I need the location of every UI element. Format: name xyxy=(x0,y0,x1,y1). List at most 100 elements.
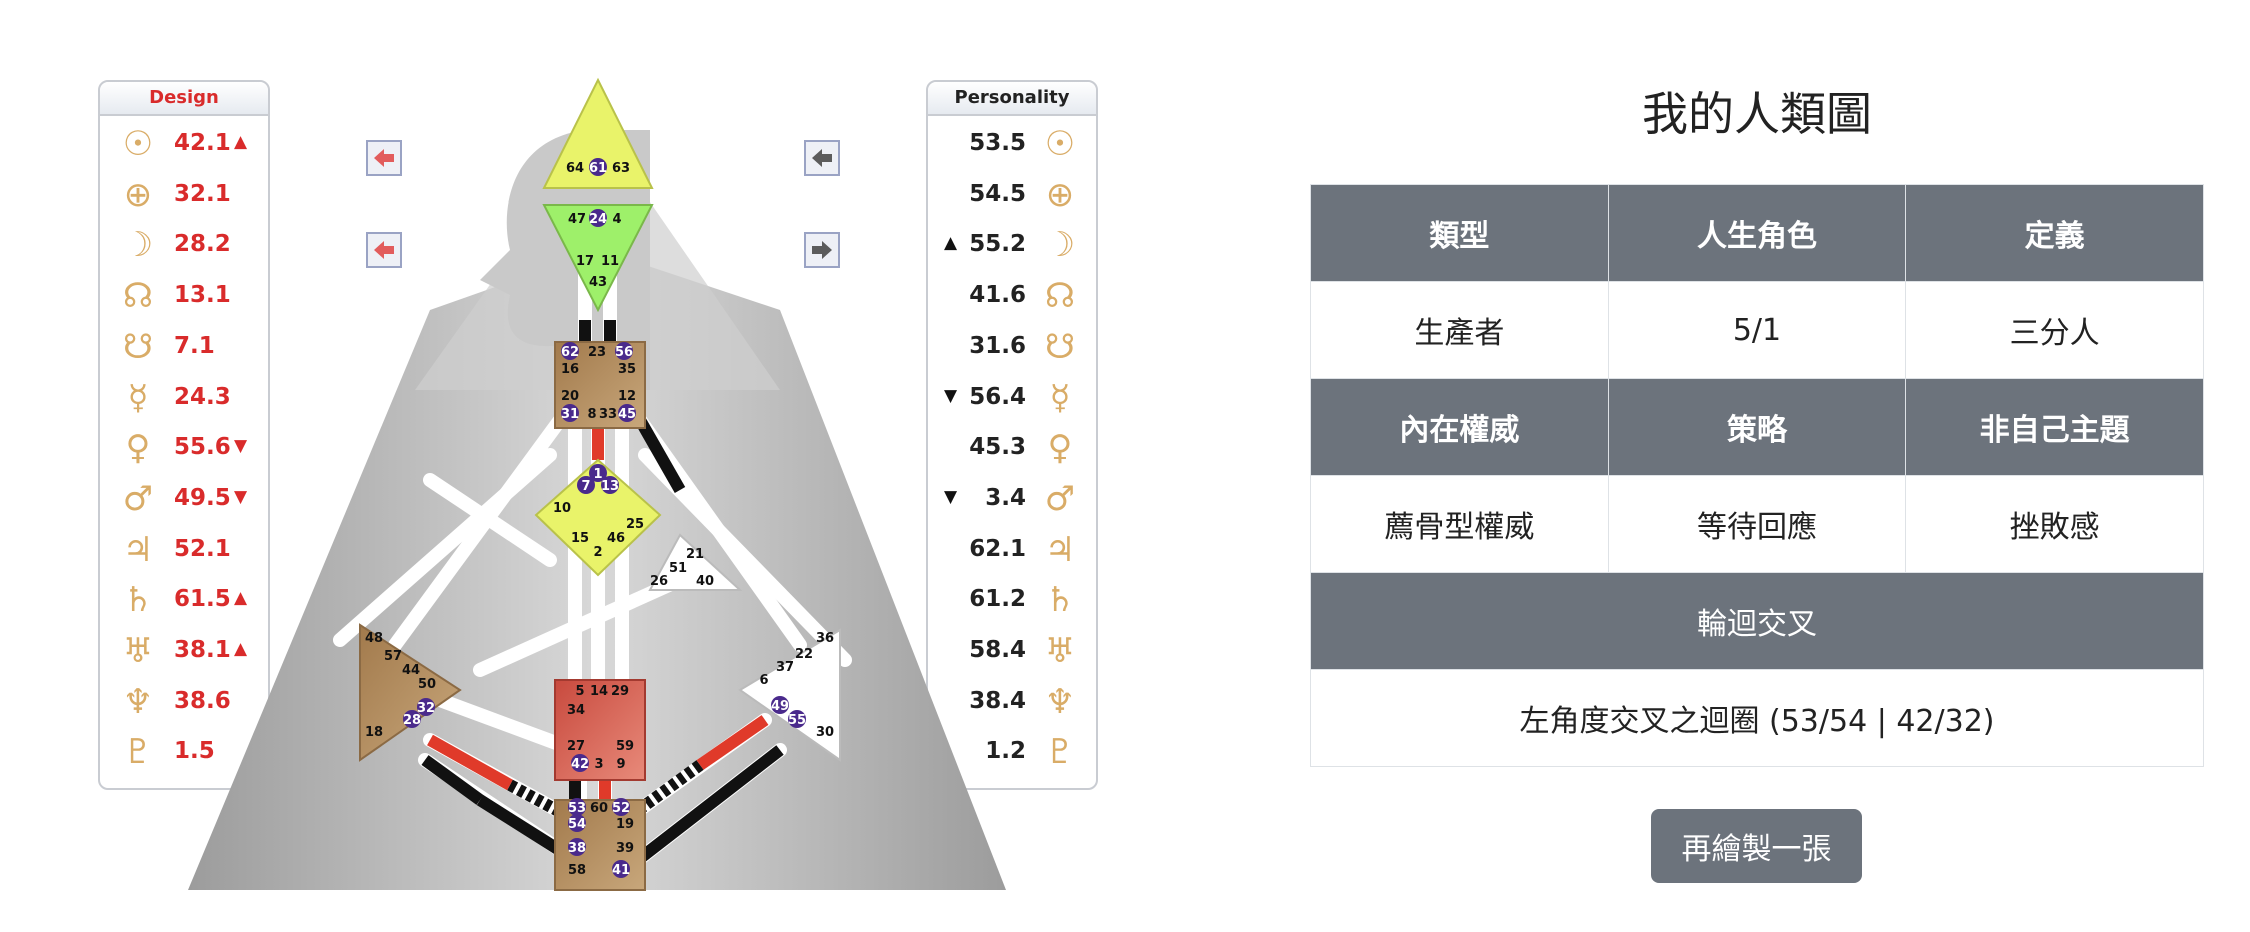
mars-icon: ♂ xyxy=(1044,478,1076,519)
active-gate-marker xyxy=(577,476,595,494)
gate-number: 24 xyxy=(589,212,607,227)
venus-icon: ♀ xyxy=(125,428,151,469)
gate-number: 25 xyxy=(626,517,644,532)
personality-arrow-bottom-button[interactable] xyxy=(804,232,840,268)
gate-number: 48 xyxy=(365,631,383,646)
planet-gate-value: 49.5 xyxy=(174,484,231,511)
sun-icon: ☉ xyxy=(1044,124,1076,164)
design-panel-title: Design xyxy=(100,82,268,116)
header-profile: 人生角色 xyxy=(1607,184,1907,282)
planet-row: ☋7.1 xyxy=(100,321,268,371)
planet-row: ⊕32.1 xyxy=(100,169,268,219)
planet-gate-value: 13.1 xyxy=(174,282,231,309)
planet-row: ⊕54.5 xyxy=(928,169,1096,219)
moon-icon: ☽ xyxy=(1044,225,1076,266)
gate-number: 3 xyxy=(594,757,603,772)
gate-number: 27 xyxy=(567,739,585,754)
gate-number: 13 xyxy=(601,479,619,494)
active-gate-marker xyxy=(589,464,607,482)
design-panel: Design ☉42.1▲⊕32.1☽28.2☊13.1☋7.1☿24.3♀55… xyxy=(98,80,270,790)
gate-number: 64 xyxy=(566,161,584,176)
gate-number: 30 xyxy=(816,725,834,740)
planet-gate-value: 62.1 xyxy=(969,535,1026,562)
design-arrow-top-button[interactable] xyxy=(366,140,402,176)
gate-number: 42 xyxy=(571,757,589,772)
gate-number: 60 xyxy=(590,801,608,816)
planet-row: ♄ 61.2 xyxy=(928,574,1096,624)
value-authority: 薦骨型權威 xyxy=(1310,475,1609,573)
gate-number: 5 xyxy=(575,684,584,699)
planet-row: ♆ 38.4 xyxy=(928,676,1096,726)
active-gate-marker xyxy=(589,209,607,227)
gate-number: 31 xyxy=(561,407,579,422)
uranus-icon: ♅ xyxy=(122,631,154,671)
gate-number: 40 xyxy=(696,574,714,589)
active-gate-marker xyxy=(561,404,579,422)
planet-gate-value: 54.5 xyxy=(969,180,1026,207)
gate-number: 11 xyxy=(601,254,619,269)
planet-gate-value: 41.6 xyxy=(969,282,1026,309)
earth-icon: ⊕ xyxy=(123,174,153,215)
planet-gate-value: 38.4 xyxy=(969,687,1026,714)
planet-gate-value: 1.2 xyxy=(985,738,1026,765)
gate-number: 4 xyxy=(612,212,621,227)
neptune-icon: ♆ xyxy=(1044,681,1076,722)
planet-row: ☉ 53.5 xyxy=(928,118,1096,168)
header-incarnation-cross: 輪迴交叉 xyxy=(1310,572,2204,670)
header-definition: 定義 xyxy=(1905,184,2204,282)
neptune-icon: ♆ xyxy=(122,681,154,722)
gate-number: 46 xyxy=(607,531,625,546)
personality-arrow-top-button[interactable] xyxy=(804,140,840,176)
gate-number: 55 xyxy=(788,713,806,728)
solar-plexus-center xyxy=(738,628,841,762)
gate-number: 14 xyxy=(590,684,608,699)
planet-gate-value: 61.2 xyxy=(969,586,1026,613)
gate-number: 45 xyxy=(618,407,636,422)
planet-gate-value: 55.6 xyxy=(174,434,231,461)
planet-gate-value: 7.1 xyxy=(174,332,215,359)
value-type: 生產者 xyxy=(1310,281,1609,379)
gate-number: 56 xyxy=(615,345,633,360)
mercury-icon: ☿ xyxy=(127,377,149,418)
pluto-icon: ♇ xyxy=(1044,732,1076,773)
jupiter-icon: ♃ xyxy=(1044,529,1076,570)
gate-number: 39 xyxy=(616,841,634,856)
planet-row: ♇1.5 xyxy=(100,726,268,776)
gate-number: 20 xyxy=(561,389,579,404)
gate-number: 9 xyxy=(616,757,625,772)
active-gate-marker xyxy=(403,710,421,728)
gate-number: 15 xyxy=(571,531,589,546)
saturn-icon: ♄ xyxy=(1044,580,1076,621)
planet-fixing-mark: ▲ xyxy=(234,132,248,152)
gate-number: 16 xyxy=(561,362,579,377)
active-gate-marker xyxy=(771,696,789,714)
mercury-icon: ☿ xyxy=(1049,377,1071,418)
planet-row: ♃52.1 xyxy=(100,524,268,574)
planet-gate-value: 1.5 xyxy=(174,738,215,765)
gate-number: 59 xyxy=(616,739,634,754)
arrow-left-icon xyxy=(374,241,394,259)
gate-number: 33 xyxy=(599,407,617,422)
planet-row: ♇ 1.2 xyxy=(928,726,1096,776)
gate-number: 53 xyxy=(568,801,586,816)
redraw-button[interactable]: 再繪製一張 xyxy=(1651,809,1862,883)
header-strategy: 策略 xyxy=(1607,378,1907,476)
gate-number: 62 xyxy=(561,345,579,360)
header-authority: 內在權威 xyxy=(1310,378,1609,476)
sacral-center xyxy=(554,679,646,781)
planet-gate-value: 53.5 xyxy=(969,130,1026,156)
design-arrow-bottom-button[interactable] xyxy=(366,232,402,268)
active-gate-marker xyxy=(568,838,586,856)
gate-number: 43 xyxy=(589,275,607,290)
south-node-icon: ☋ xyxy=(1044,326,1076,367)
gate-number: 22 xyxy=(795,647,813,662)
planet-fixing-mark: ▲ xyxy=(234,588,248,609)
planet-row: ♆38.6 xyxy=(100,676,268,726)
planet-gate-value: 24.3 xyxy=(174,383,231,410)
planet-row: ♂3.4▼ xyxy=(928,473,1096,523)
active-gate-marker xyxy=(561,342,579,360)
planet-gate-value: 31.6 xyxy=(969,332,1026,359)
gate-number: 49 xyxy=(771,699,789,714)
planet-gate-value: 55.2 xyxy=(969,231,1026,258)
